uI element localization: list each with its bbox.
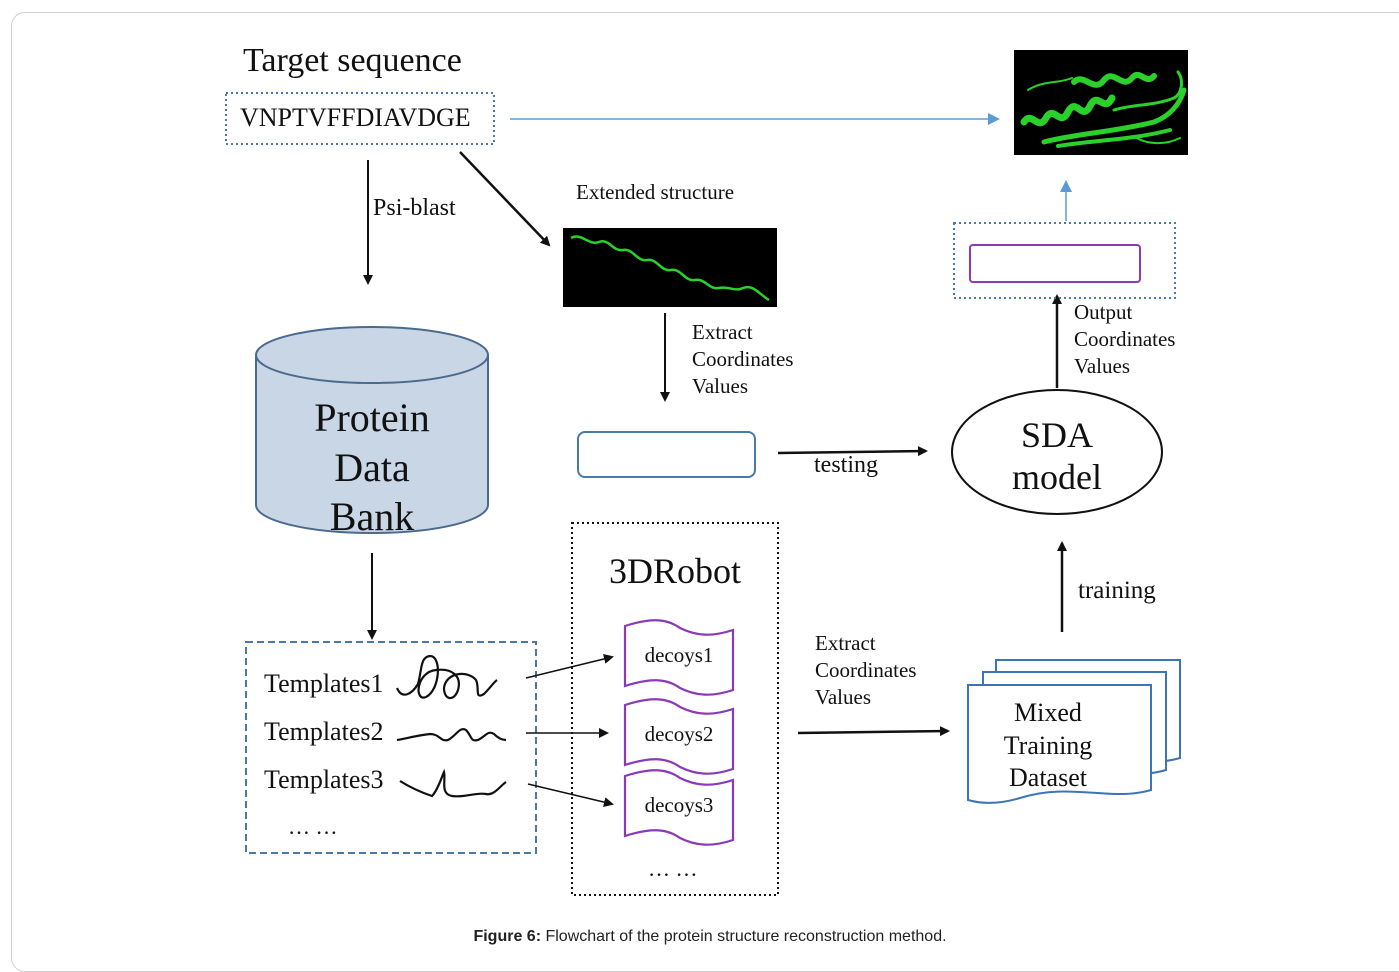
psi-blast-label: Psi-blast xyxy=(373,195,456,221)
pdb-label-3: Bank xyxy=(329,494,415,539)
mixed-label-1: Mixed xyxy=(1014,698,1082,727)
sda-label-1: SDA xyxy=(1020,415,1094,455)
extract-bottom-label-2: Coordinates xyxy=(815,658,917,682)
protein-data-bank-cylinder xyxy=(255,326,489,534)
output-inner-box xyxy=(969,244,1141,283)
template-label-3: Templates3 xyxy=(264,765,384,794)
arrow-testing xyxy=(777,446,928,457)
caption-text: Flowchart of the protein structure recon… xyxy=(541,928,947,945)
decoys1-shape xyxy=(623,619,735,696)
pdb-label-2: Data xyxy=(334,445,410,490)
decoys3-label: decoys3 xyxy=(644,793,714,817)
template2-squiggle xyxy=(396,728,507,742)
extract-top-label-3: Values xyxy=(692,374,748,398)
protein-structure-image xyxy=(1014,50,1188,155)
output-label-1: Output xyxy=(1074,300,1133,324)
arrow-extract-bottom xyxy=(797,726,950,737)
sda-label-2: model xyxy=(1012,457,1102,497)
extract-bottom-label-3: Values xyxy=(815,685,871,709)
robot-box xyxy=(571,522,779,896)
template-label-2: Templates2 xyxy=(264,717,384,746)
caption-label: Figure 6: xyxy=(473,928,542,945)
coordinates-box xyxy=(577,431,756,478)
decoys1-label: decoys1 xyxy=(644,643,714,667)
output-label-2: Coordinates xyxy=(1074,327,1176,351)
testing-label: testing xyxy=(814,452,878,478)
arrow-to-extended xyxy=(459,151,551,247)
target-sequence-title: Target sequence xyxy=(243,42,462,79)
decoys2-label: decoys2 xyxy=(644,722,714,746)
mixed-label-2: Training xyxy=(1003,731,1093,760)
decoys2-shape xyxy=(623,698,735,775)
pdb-label-1: Protein xyxy=(314,395,430,440)
template1-squiggle xyxy=(395,654,498,700)
extended-structure-image xyxy=(563,228,777,307)
extract-top-label-2: Coordinates xyxy=(692,347,794,371)
extract-top-label-1: Extract xyxy=(692,320,753,344)
robot-title: 3DRobot xyxy=(608,551,741,591)
arrow-template1-decoys1 xyxy=(525,654,614,679)
mixed-label-3: Dataset xyxy=(1009,763,1087,792)
training-label: training xyxy=(1078,577,1156,604)
template3-squiggle xyxy=(399,768,507,798)
figure-caption: Figure 6: Flowchart of the protein struc… xyxy=(0,928,1399,946)
template-label-1: Templates1 xyxy=(264,669,384,698)
decoys-more: … … xyxy=(648,856,698,881)
sequence-text: VNPTVFFDIAVDGE xyxy=(240,103,471,132)
output-label-3: Values xyxy=(1074,354,1130,378)
output-dotted-box xyxy=(953,222,1176,299)
extract-bottom-label-1: Extract xyxy=(815,631,876,655)
templates-more: … … xyxy=(288,814,338,839)
decoys3-shape xyxy=(623,769,735,846)
arrow-template3-decoys3 xyxy=(527,783,614,808)
sda-model-ellipse xyxy=(951,389,1163,515)
templates-box xyxy=(245,641,537,854)
extended-structure-label: Extended structure xyxy=(576,180,735,204)
mixed-dataset-stack xyxy=(967,659,1181,804)
